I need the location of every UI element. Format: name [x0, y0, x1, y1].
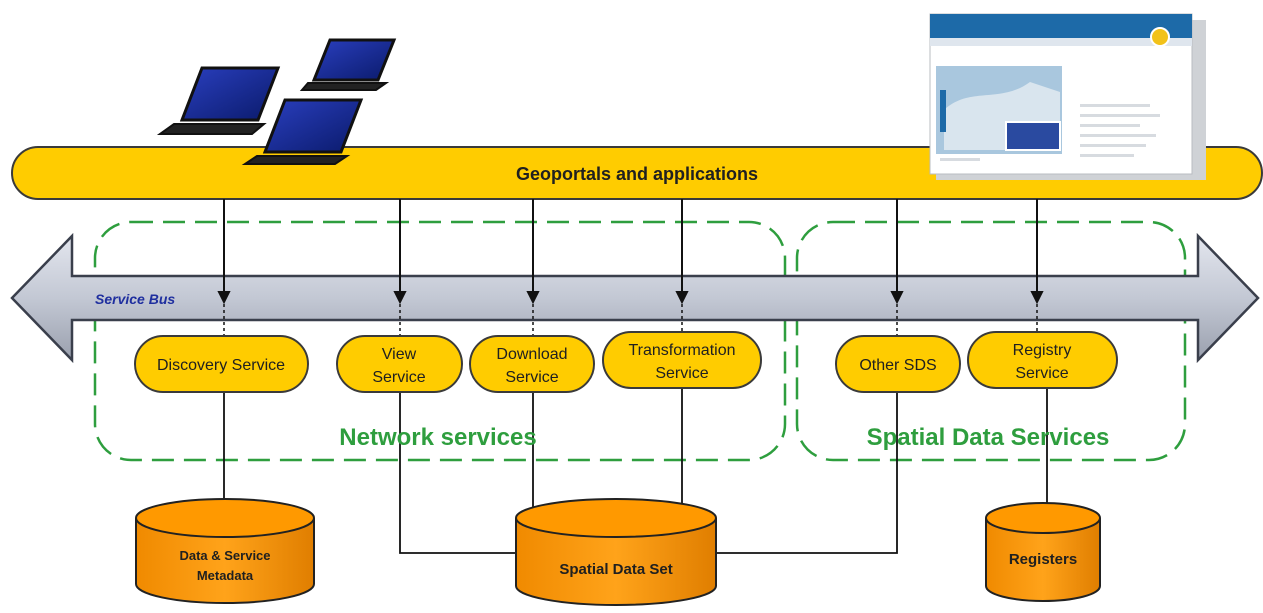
spatial-data-services-group [795, 220, 1187, 462]
spatial-data-set-database: Spatial Data Set [515, 498, 717, 606]
network-services-group [93, 220, 787, 462]
transformation-service-label-2: Service [655, 365, 708, 382]
geoportals-label: Geoportals and applications [516, 164, 758, 184]
service-bus-label: Service Bus [95, 291, 175, 307]
transformation-service: Transformation Service [602, 331, 762, 389]
service-bus-arrow [10, 232, 1260, 364]
registry-service-label-2: Service [1015, 365, 1068, 382]
other-sds-label: Other SDS [859, 357, 936, 374]
request-arrows [217, 199, 1044, 305]
registry-service: Registry Service [967, 331, 1118, 389]
registers-database: Registers [985, 502, 1101, 602]
geoportal-screenshot-icon [929, 13, 1206, 180]
spatial-data-set-label: Spatial Data Set [559, 561, 672, 578]
metadata-label-1: Data & Service [179, 548, 270, 563]
transformation-service-label-1: Transformation [629, 342, 736, 359]
bus-to-service-connectors [223, 304, 1038, 336]
discovery-service-label: Discovery Service [157, 357, 285, 374]
other-sds-service: Other SDS [835, 335, 961, 393]
service-to-data-lines [223, 388, 1048, 554]
registers-label: Registers [1009, 551, 1077, 568]
metadata-label-2: Metadata [197, 568, 254, 583]
laptop-icon [156, 66, 281, 135]
view-service-label-1: View [382, 346, 417, 363]
view-service-label-2: Service [372, 369, 425, 386]
laptop-icon [241, 98, 364, 165]
registry-service-label-1: Registry [1013, 342, 1072, 359]
download-service: Download Service [469, 335, 595, 393]
view-service: View Service [336, 335, 463, 393]
laptop-icon [299, 38, 397, 91]
discovery-service: Discovery Service [134, 335, 309, 393]
download-service-label-2: Service [505, 369, 558, 386]
spatial-data-services-title: Spatial Data Services [867, 424, 1110, 451]
download-service-label-1: Download [496, 346, 567, 363]
network-services-title: Network services [339, 424, 536, 451]
metadata-database: Data & Service Metadata [135, 498, 315, 604]
